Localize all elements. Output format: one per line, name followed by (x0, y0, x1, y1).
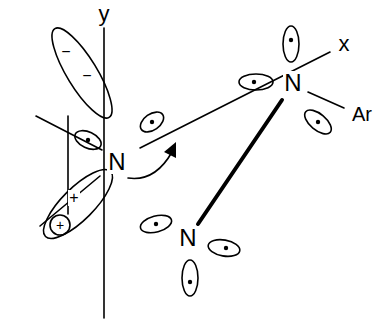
phase-sign-holder: + (68, 189, 79, 207)
orbital-lobe (137, 108, 167, 136)
atom-symbol-holder: N (178, 226, 197, 250)
electron-dot (150, 120, 154, 124)
axis-label: x (338, 33, 351, 55)
atom-symbol: N (283, 71, 302, 95)
orbital-lobe (239, 74, 273, 90)
electron-dot (316, 120, 320, 124)
axis-label-holder: x (338, 33, 351, 55)
orbital-lobe (301, 106, 336, 139)
atom-symbol: N (107, 150, 126, 174)
phase-sign-holder: − (81, 67, 92, 85)
orbital-lobe (72, 127, 104, 153)
orbital-lobe (138, 212, 173, 236)
phase-sign: + (55, 218, 65, 232)
y-axis (103, 28, 105, 318)
substituent-label-holder: Ar (351, 104, 373, 125)
orbital-lobe (182, 260, 198, 296)
electron-dot (224, 246, 228, 250)
x-axis (140, 52, 330, 148)
phase-sign-holder: − (60, 43, 71, 61)
atom-symbol: N (178, 226, 197, 250)
sign-circle (50, 215, 70, 235)
substituent-label: Ar (351, 104, 373, 124)
orbital-lobe (283, 26, 299, 62)
arrowhead (164, 142, 176, 158)
axis-label: y (98, 3, 111, 25)
phase-sign-holder: + (55, 216, 65, 234)
curved-arrow (128, 152, 172, 178)
axis-label-holder: y (98, 3, 111, 25)
orbital-lobe (42, 21, 122, 125)
axis-line (40, 176, 100, 226)
orbital-lobe (207, 237, 241, 258)
bond-line (198, 100, 282, 224)
phase-sign: − (60, 44, 71, 60)
phase-sign: + (68, 190, 79, 206)
electron-dot (86, 138, 90, 142)
electron-dot (154, 222, 158, 226)
electron-dot (188, 280, 192, 284)
atom-symbol-holder: N (107, 150, 126, 174)
atom-symbol-holder: N (283, 71, 302, 95)
electron-dot (289, 38, 293, 42)
phase-sign: − (81, 68, 92, 84)
bond-line (308, 92, 344, 108)
electron-dot (252, 80, 256, 84)
